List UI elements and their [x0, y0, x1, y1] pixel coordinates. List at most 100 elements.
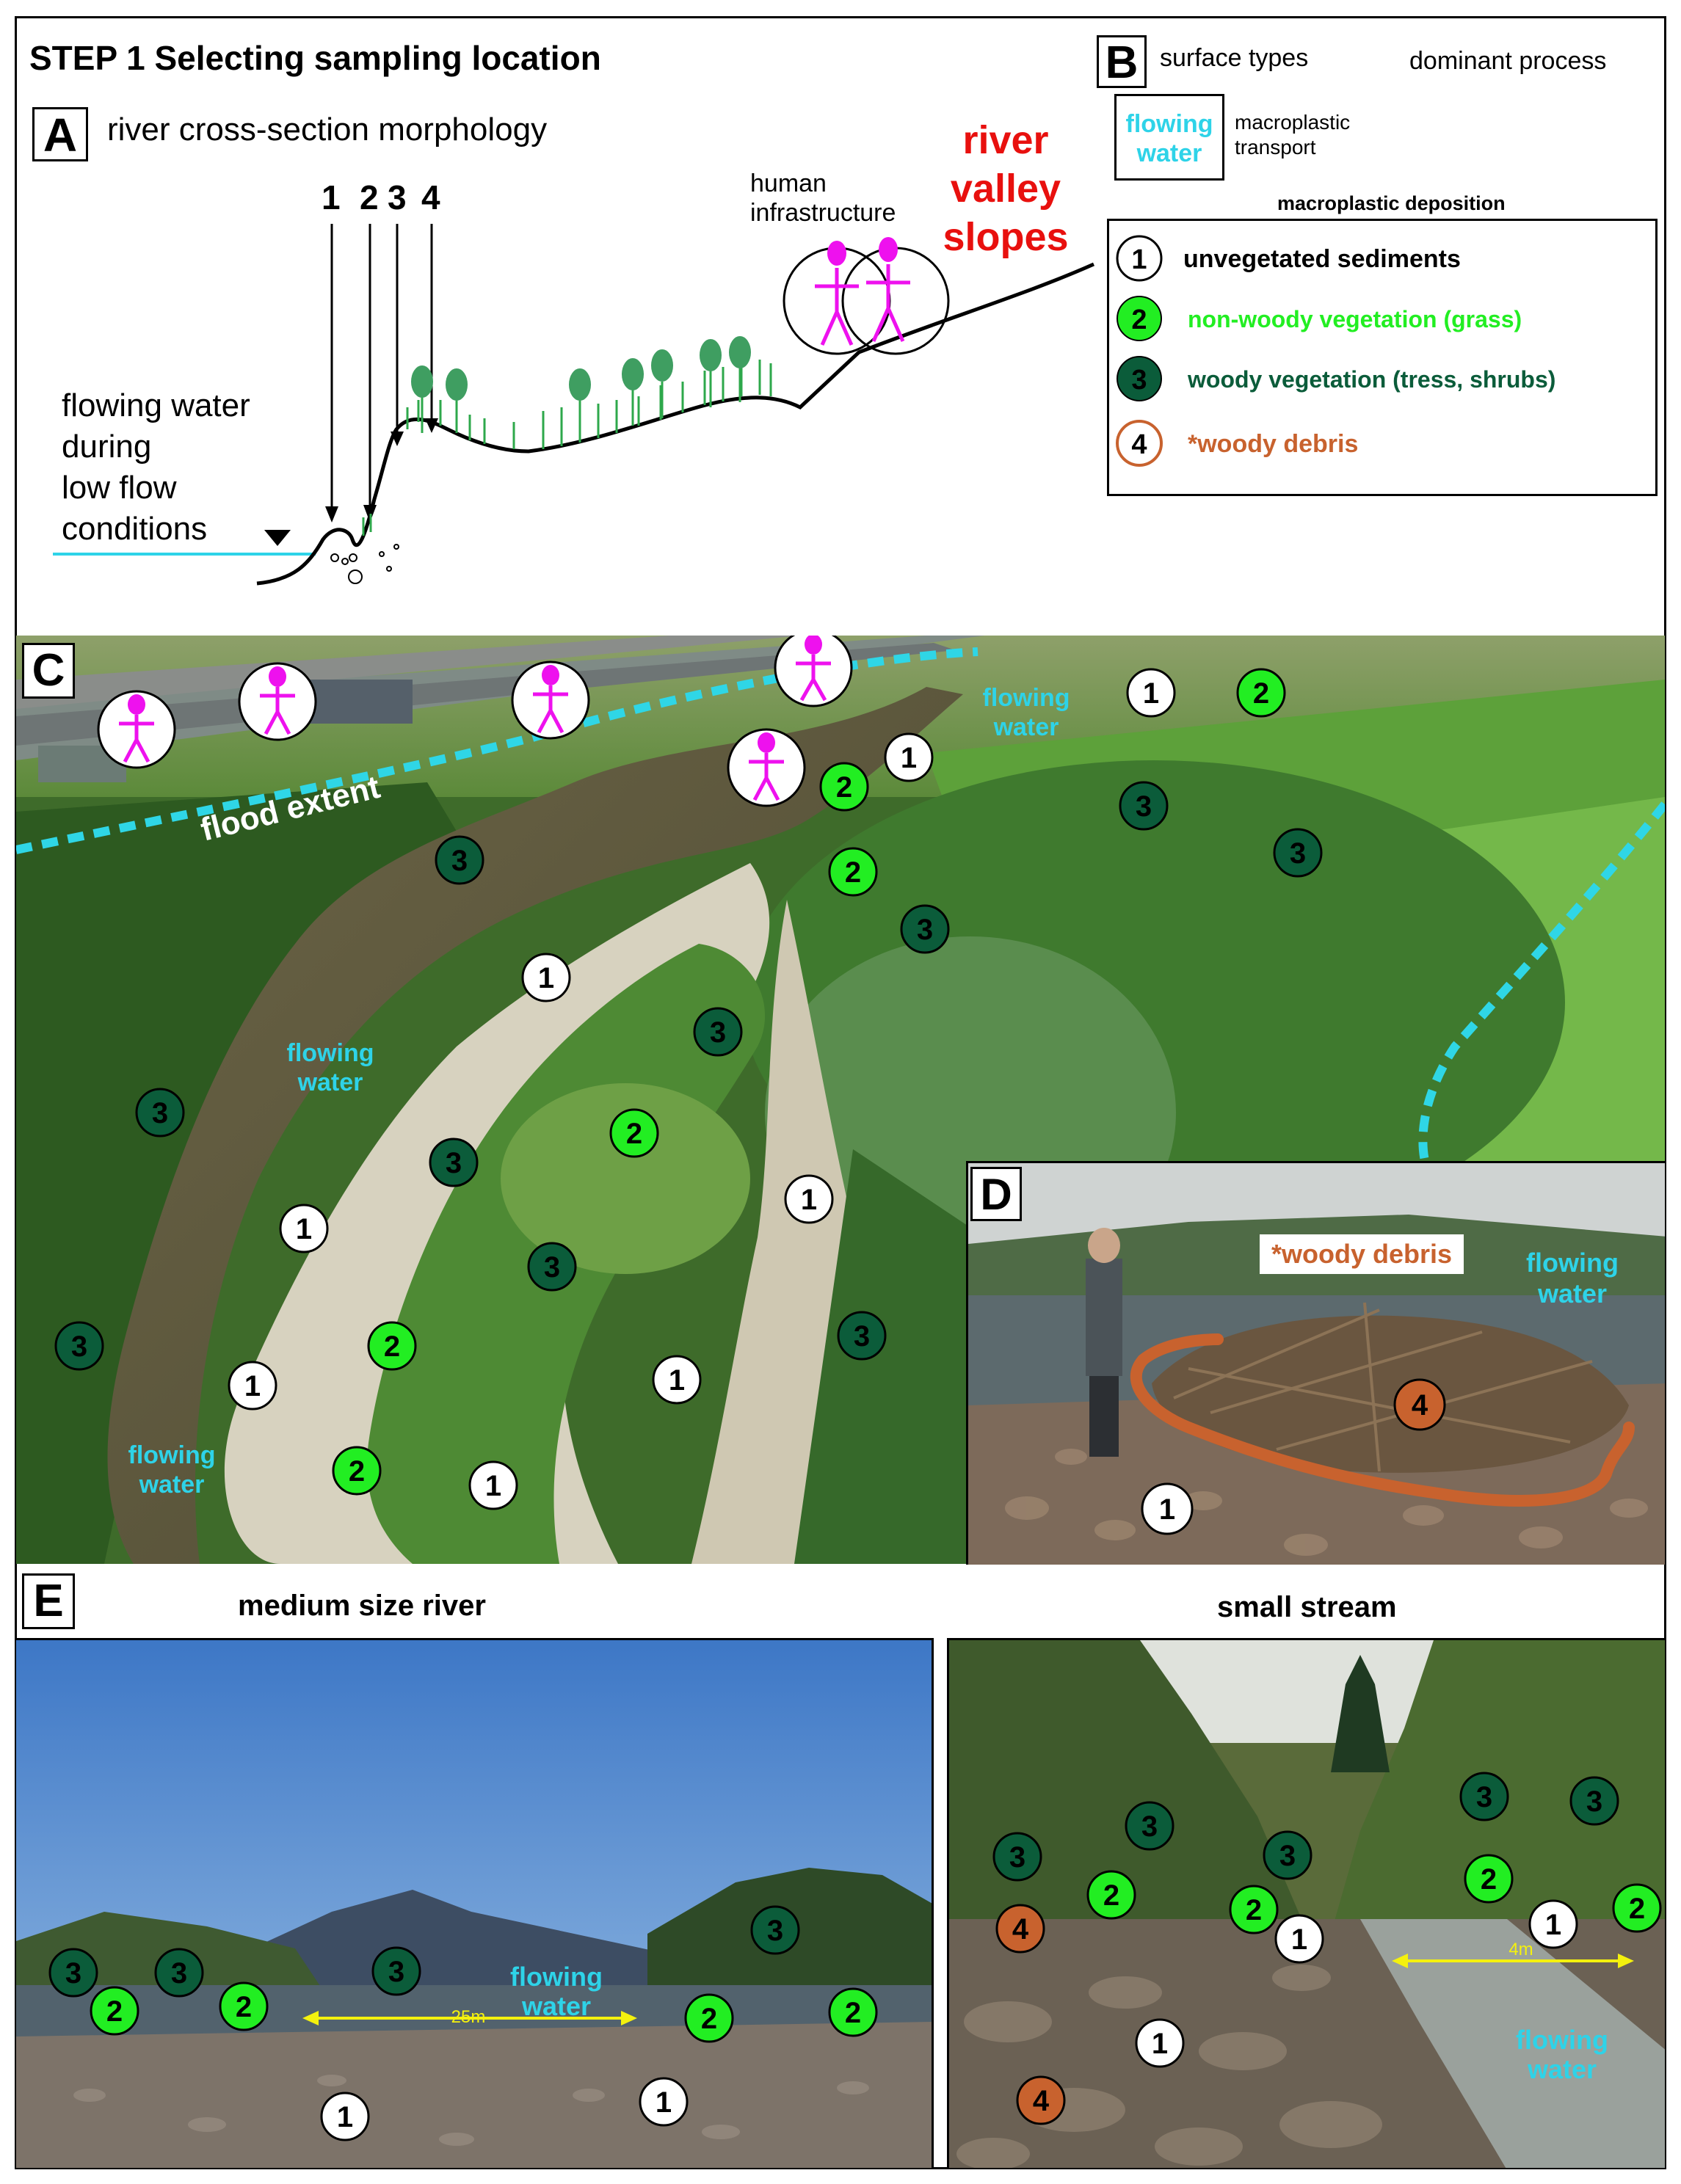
macroplastic-transport-label: macroplastic transport [1235, 111, 1351, 159]
human-infrastructure-icons [783, 237, 950, 355]
svg-text:flowing: flowing [510, 1962, 603, 1992]
svg-text:3: 3 [1586, 1786, 1602, 1818]
panel-a-letter: A [32, 107, 88, 161]
svg-text:2: 2 [845, 1997, 861, 2029]
marker-2: 2 [828, 847, 878, 897]
svg-text:3: 3 [1476, 1781, 1492, 1813]
svg-text:non-woody vegetation (grass): non-woody vegetation (grass) [1188, 306, 1522, 332]
marker-1: 1 [1126, 668, 1176, 718]
marker-4: 4 [1393, 1378, 1446, 1431]
marker-1: 1 [468, 1460, 518, 1510]
medium-river-annotations: 25m flowing water 3 2 3 2 3 3 2 2 1 1 [48, 1905, 878, 2141]
svg-text:1: 1 [656, 2086, 672, 2119]
svg-text:2: 2 [1629, 1893, 1645, 1925]
svg-text:3: 3 [710, 1016, 726, 1049]
position-3-label: 3 [388, 178, 407, 216]
svg-text:1: 1 [801, 1184, 817, 1216]
cross-section-diagram: 1 2 3 4 [53, 178, 1095, 586]
svg-text:2: 2 [845, 856, 861, 889]
svg-text:3: 3 [1009, 1841, 1025, 1874]
marker-1: 1 [521, 953, 571, 1002]
marker-2: 2 [1236, 668, 1286, 718]
svg-text:3: 3 [388, 1956, 404, 1988]
marker-3: 3 [429, 1138, 479, 1187]
marker-3: 3 [1273, 828, 1323, 878]
marker-1: 1 [320, 2092, 370, 2141]
marker-4: 4 [1016, 2075, 1066, 2125]
small-stream-title: small stream [1217, 1591, 1397, 1623]
flowing-water-label-d: flowing water [1526, 1248, 1619, 1308]
dominant-process-header: dominant process [1409, 47, 1607, 75]
panel-d-photo [966, 1161, 1665, 1565]
panel-d-markers: 4 1 [1141, 1378, 1446, 1535]
debris-outline [1130, 1354, 1635, 1507]
svg-text:4: 4 [1131, 429, 1147, 460]
marker-2: 2 [819, 762, 869, 812]
svg-text:2: 2 [1481, 1863, 1497, 1896]
human-icon-5 [727, 728, 806, 807]
woody-debris-callout: *woody debris [1260, 1234, 1464, 1274]
marker-2: 2 [684, 1993, 734, 2043]
marker-3: 3 [154, 1948, 204, 1998]
svg-text:water: water [297, 1069, 363, 1096]
svg-text:1: 1 [1143, 677, 1159, 710]
panel-c-letter: C [22, 643, 75, 699]
svg-text:*woody debris: *woody debris [1188, 430, 1358, 458]
panel-e-letter: E [22, 1573, 75, 1629]
panel-a-heading: river cross-section morphology [107, 112, 548, 148]
svg-text:water: water [139, 1471, 205, 1499]
svg-text:2: 2 [384, 1331, 400, 1363]
width-arrow-25m [302, 2011, 637, 2025]
position-2-label: 2 [360, 178, 379, 216]
svg-text:3: 3 [65, 1957, 81, 1990]
marker-2: 2 [1612, 1883, 1662, 1933]
deposition-legend-box [1107, 219, 1658, 496]
width-label-25m: 25m [451, 2007, 486, 2027]
terrain-profile [256, 262, 1095, 586]
flowing-water-surface-box: flowing water [1114, 94, 1224, 181]
tree-icons [411, 336, 751, 440]
svg-text:3: 3 [152, 1097, 168, 1129]
svg-text:2: 2 [626, 1118, 642, 1150]
svg-text:water: water [993, 713, 1059, 741]
small-stream-annotations: 4m flowing water 3 3 3 3 3 2 2 2 2 4 1 1… [992, 1772, 1662, 2125]
svg-text:1: 1 [669, 1364, 685, 1397]
marker-1: 1 [1274, 1914, 1324, 1964]
svg-text:2: 2 [1103, 1879, 1119, 1912]
macroplastic-deposition-title: macroplastic deposition [1277, 192, 1506, 214]
svg-text:3: 3 [854, 1320, 870, 1353]
pebbles [330, 544, 399, 584]
flood-extent-line-right [1418, 801, 1665, 1203]
position-1-label: 1 [322, 178, 341, 216]
marker-2: 2 [367, 1321, 417, 1371]
svg-text:3: 3 [451, 845, 468, 877]
position-4-label: 4 [421, 178, 440, 216]
marker-1: 1 [1141, 1482, 1194, 1535]
low-flow-water-label: flowing water during low flow conditions [62, 387, 250, 547]
marker-2: 2 [828, 1987, 878, 2037]
surface-markers-c: 1 2 1 2 2 3 3 3 3 1 3 3 2 3 1 1 3 2 3 3 … [54, 668, 1323, 1510]
woody-debris-photo-illustration [968, 1163, 1665, 1565]
svg-text:1: 1 [1291, 1923, 1307, 1956]
marker-1: 1 [784, 1174, 834, 1224]
svg-text:1: 1 [538, 962, 554, 994]
svg-text:2: 2 [1131, 305, 1147, 335]
svg-text:3: 3 [446, 1147, 462, 1179]
svg-text:water: water [1527, 2054, 1597, 2084]
svg-text:water: water [521, 1991, 591, 2021]
marker-3: 3 [54, 1321, 104, 1371]
marker-2: 2 [609, 1108, 659, 1158]
legend-item-grass: 2 non-woody vegetation (grass) [1117, 296, 1522, 341]
marker-1: 1 [652, 1355, 702, 1405]
svg-text:3: 3 [544, 1251, 560, 1284]
human-icon-1 [97, 690, 176, 769]
svg-text:flowing: flowing [128, 1441, 216, 1469]
svg-text:2: 2 [836, 771, 852, 804]
figure-frame [15, 16, 1666, 2169]
marker-3: 3 [900, 904, 950, 954]
deposition-legend: 1 unvegetated sediments 2 non-woody vege… [1116, 235, 1555, 467]
marker-1: 1 [639, 2077, 689, 2127]
